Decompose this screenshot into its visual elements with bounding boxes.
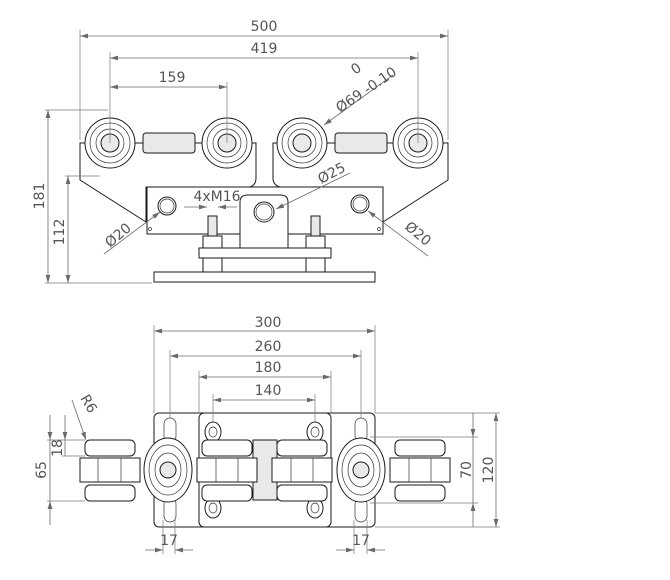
dimension-65: 65 — [34, 415, 85, 525]
dimension-419: 419 — [109, 41, 419, 143]
dim-label: 65 — [34, 461, 50, 479]
dim-label: 4xM16 — [193, 189, 240, 205]
dimension-180: 180 — [198, 360, 332, 413]
dimension-181: 181 — [32, 109, 152, 284]
dim-label: 300 — [255, 315, 282, 331]
dimension-wheel-diameter: Ø69 -0.10 0 — [323, 60, 400, 126]
dim-label: 260 — [255, 339, 282, 355]
dim-label: 140 — [255, 383, 282, 399]
dim-label: Ø20 — [102, 220, 134, 251]
wheel — [276, 117, 328, 169]
dimension-112: 112 — [52, 175, 100, 283]
dimension-17-right: 17 — [336, 520, 385, 554]
guide-roller — [389, 439, 451, 502]
wheel — [336, 437, 386, 503]
dim-label: 181 — [32, 183, 48, 210]
pin-hole — [253, 201, 275, 223]
dimension-r6: R6 — [71, 392, 100, 441]
dimension-260: 260 — [169, 339, 362, 418]
guide-roller — [79, 439, 141, 502]
clamp-plate — [198, 247, 332, 259]
axle-block — [334, 132, 388, 154]
dimension-120: 120 — [375, 412, 500, 528]
dim-label: 500 — [251, 19, 278, 35]
dim-label: R6 — [77, 392, 100, 416]
axle-block — [142, 132, 196, 154]
dim-label: 18 — [50, 439, 66, 457]
dimension-159: 159 — [110, 70, 228, 143]
dim-label: 419 — [251, 41, 278, 57]
dim-label: 70 — [459, 461, 475, 479]
dimension-70: 70 — [370, 413, 478, 527]
inner-holes — [204, 421, 324, 519]
guide-roller — [271, 439, 333, 502]
hole-right — [350, 194, 370, 214]
dim-label: Ø20 — [401, 219, 433, 250]
guide-roller — [196, 439, 258, 502]
dimension-17-left: 17 — [145, 520, 193, 554]
dim-label: 120 — [481, 457, 497, 484]
bottom-view: 300 260 180 140 R6 65 — [34, 315, 500, 554]
dim-label: 112 — [52, 219, 68, 246]
dimension-500: 500 — [79, 19, 449, 140]
base-plate — [153, 271, 376, 283]
dim-label: 159 — [159, 70, 186, 86]
dim-tolerance: 0 — [348, 60, 364, 78]
dimension-18: 18 — [50, 415, 85, 457]
dim-label: 17 — [160, 533, 178, 549]
dim-label: 17 — [352, 533, 370, 549]
front-view: 500 419 159 Ø69 -0.10 0 Ø25 4xM16 Ø — [32, 19, 449, 284]
wheel — [143, 437, 193, 503]
dimension-140: 140 — [212, 383, 316, 422]
dimension-300: 300 — [153, 315, 376, 413]
dim-label: Ø69 -0.10 — [333, 64, 400, 116]
hole-left — [157, 196, 177, 216]
dimension-bolts: 4xM16 — [184, 189, 241, 210]
dim-label: 180 — [255, 360, 282, 376]
